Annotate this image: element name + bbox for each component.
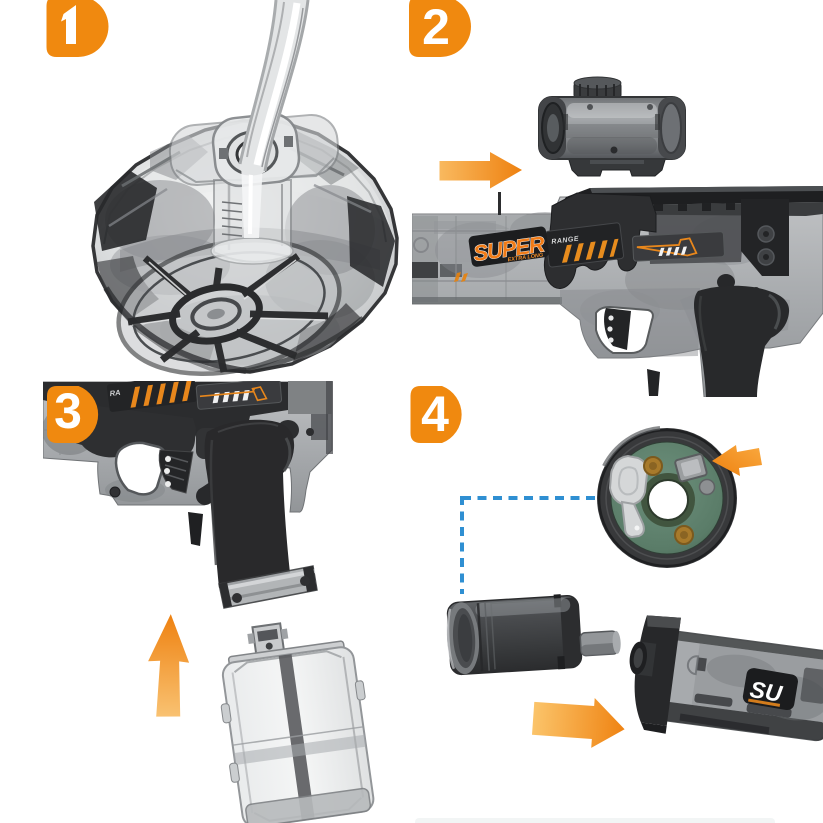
- svg-text:4: 4: [421, 386, 449, 442]
- svg-text:3: 3: [54, 383, 82, 439]
- svg-text:RANGE: RANGE: [551, 236, 579, 246]
- svg-text:2: 2: [422, 0, 450, 55]
- svg-text:RA: RA: [109, 388, 121, 398]
- svg-text:EXTRA LONG: EXTRA LONG: [507, 252, 544, 263]
